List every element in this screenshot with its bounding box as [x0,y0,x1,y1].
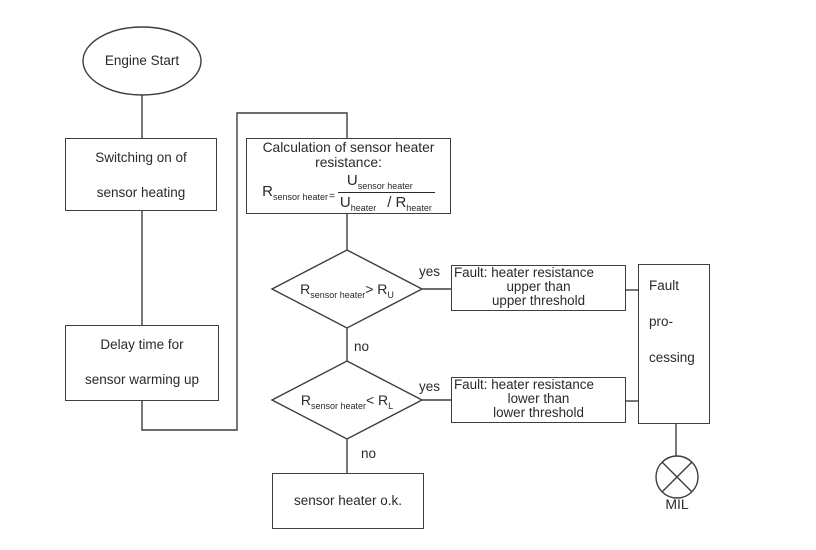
node-calculation: Calculation of sensor heater resistance:… [246,138,451,214]
connector-delay-to-calculation [141,112,348,431]
edge-label-no-lower: no [361,446,377,461]
fault-processing-line1: Fault [649,278,680,293]
formula-numerator: Usensor heater [346,172,413,191]
delay-line2: sensor warming up [84,372,200,387]
fault-processing-line3: cessing [649,350,695,365]
fault-upper-line3: upper threshold [491,293,586,308]
fault-upper-line2: upper than [506,279,571,294]
decision-upper-label: Rsensor heater> RU [300,281,394,300]
sensor-ok-label: sensor heater o.k. [293,493,403,508]
fault-lower-line3: lower threshold [493,405,584,420]
calculation-title-line1: Calculation of sensor heater [262,140,435,155]
heater-resistance-formula: Rsensor heater= Usensor heater Uheater/R… [247,172,450,213]
decision-lower-label: Rsensor heater< RL [300,392,394,411]
delay-line1: Delay time for [100,337,184,352]
mil-lamp-icon [655,455,699,499]
formula-lhs: Rsensor heater= [262,183,335,202]
formula-denominator: Uheater/Rheater [337,192,435,213]
node-delay: Delay time for sensor warming up [65,325,219,401]
node-switching-on: Switching on of sensor heating [65,138,217,211]
edge-label-yes-lower: yes [419,379,441,394]
fault-lower-line2: lower than [507,391,570,406]
fault-lower-line1: Fault: heater resistance [454,377,594,392]
edge-label-no-upper: no [354,339,370,354]
edge-label-yes-upper: yes [419,264,441,279]
node-fault-lower: Fault: heater resistance lower than lowe… [451,377,626,423]
switching-on-line2: sensor heating [96,185,186,200]
node-sensor-ok: sensor heater o.k. [272,473,424,529]
mil-label: MIL [665,496,689,512]
node-fault-upper: Fault: heater resistance upper than uppe… [451,265,626,311]
calculation-title-line2: resistance: [315,155,382,170]
fault-processing-line2: pro- [649,314,674,329]
formula-fraction: Usensor heater Uheater/Rheater [337,172,435,213]
fault-upper-line1: Fault: heater resistance [454,265,594,280]
switching-on-line1: Switching on of [95,150,187,165]
node-fault-processing: Fault pro- cessing [638,264,710,424]
node-engine-start-label: Engine Start [104,53,180,68]
